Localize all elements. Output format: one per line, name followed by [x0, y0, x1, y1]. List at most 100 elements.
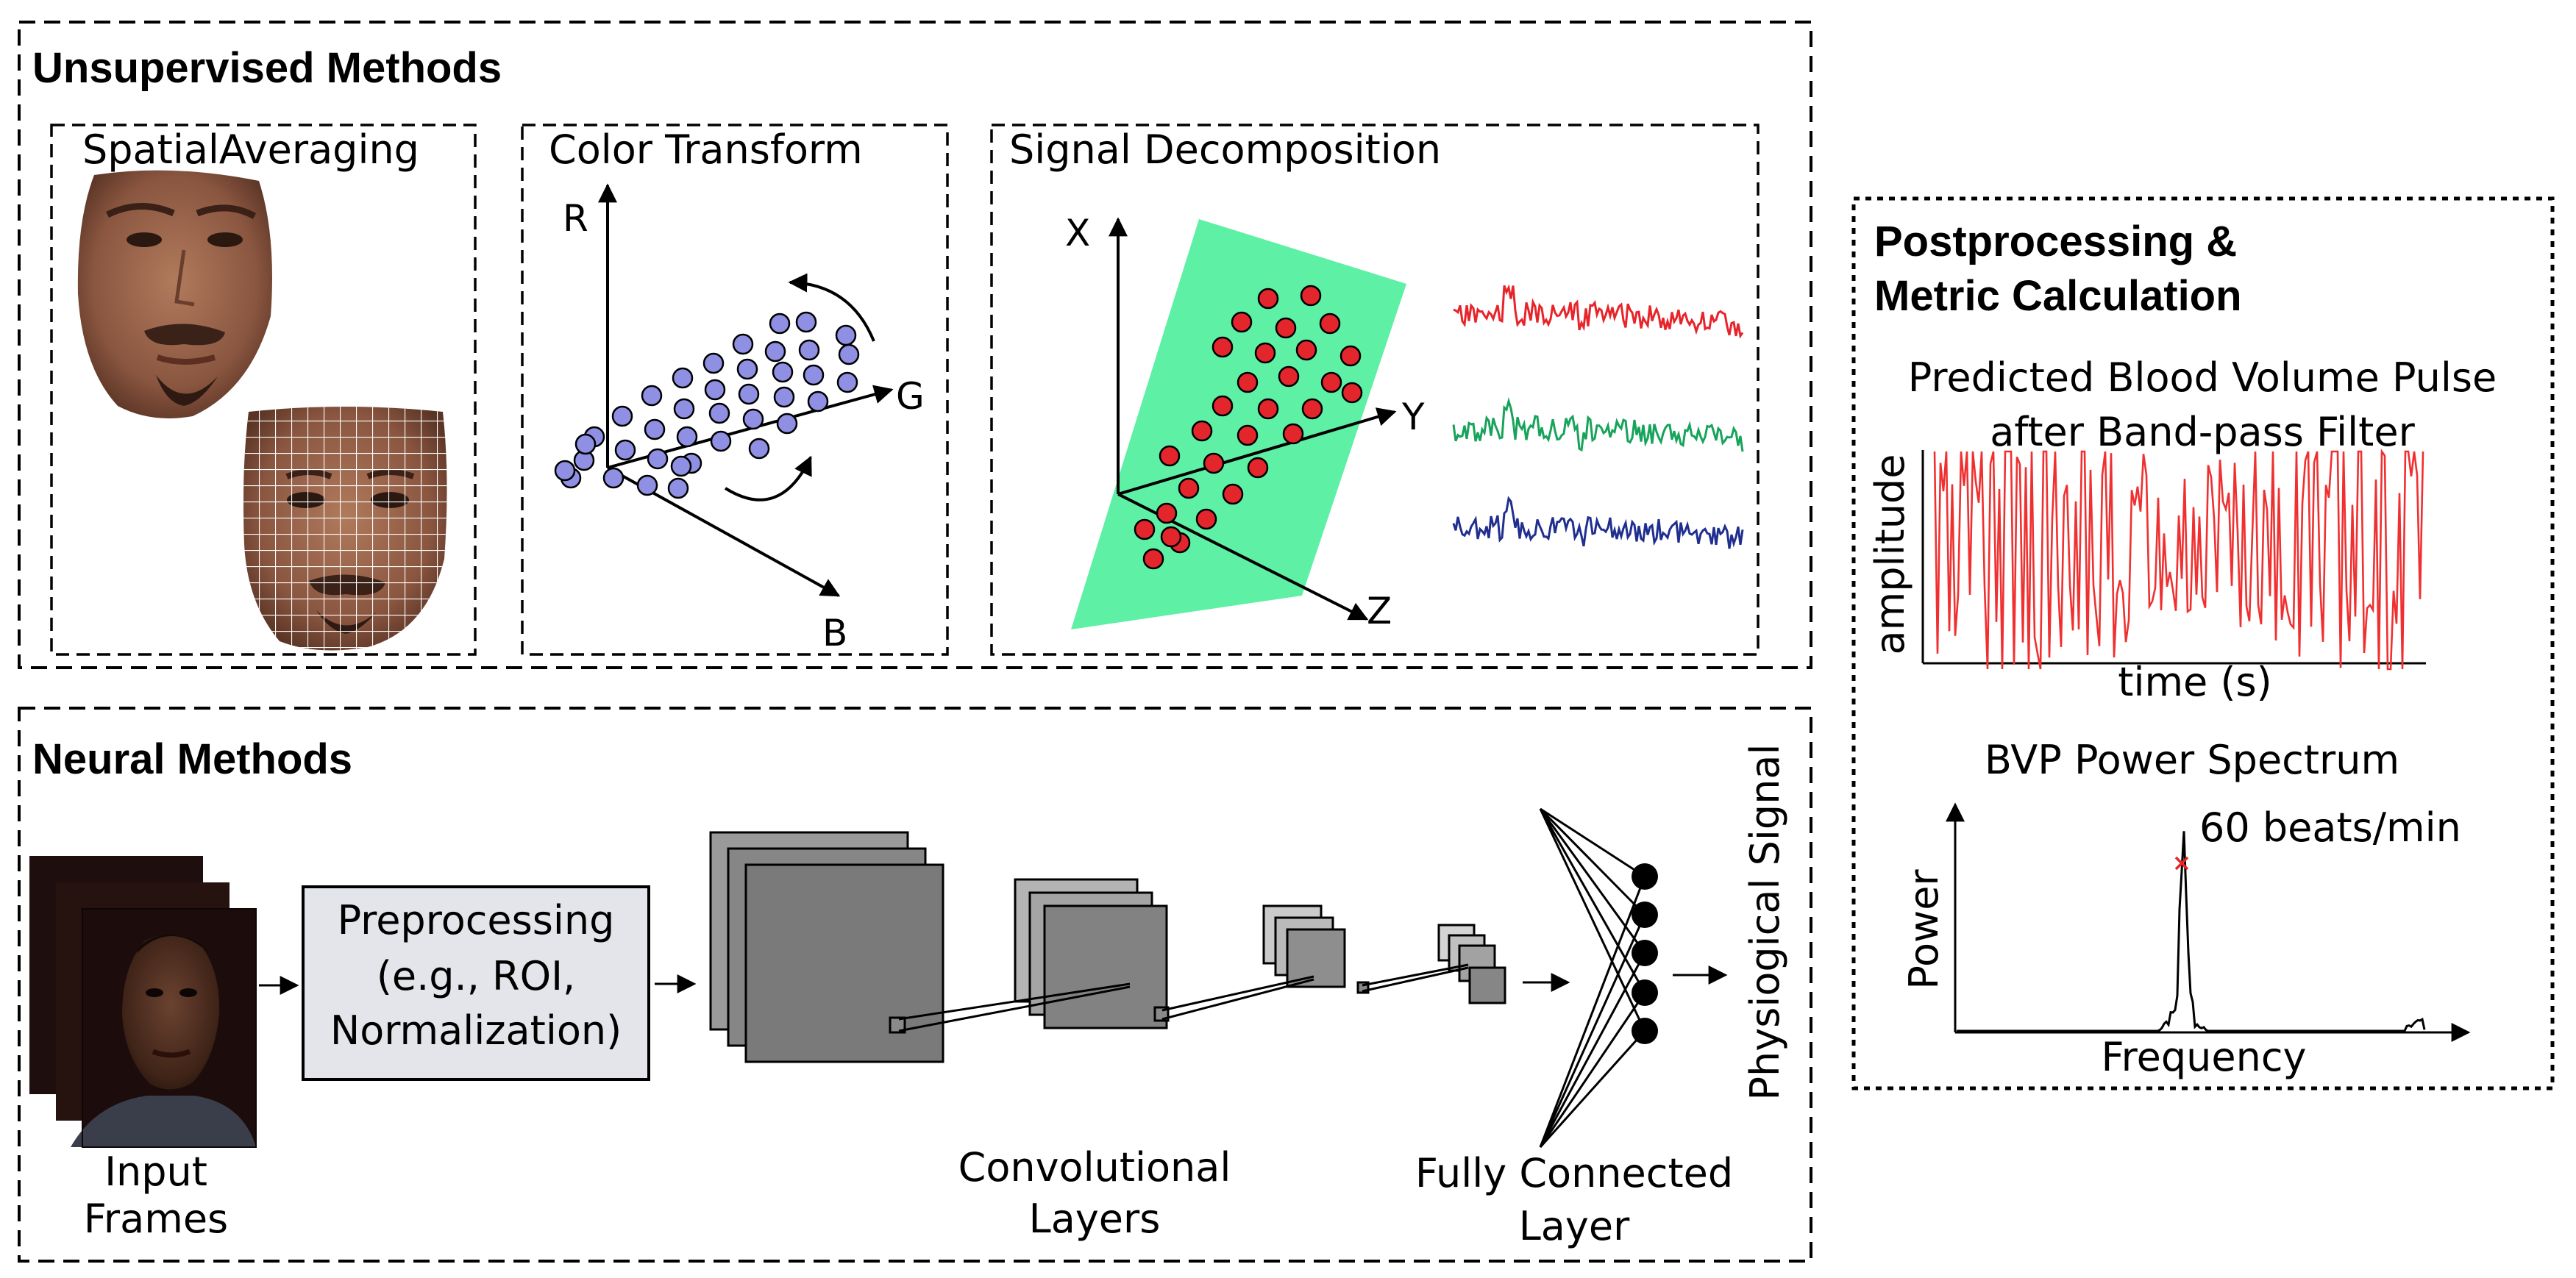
pca-point-cloud	[554, 311, 860, 499]
preprocessing-label-line1: Preprocessing	[338, 897, 615, 943]
ica-point-cloud	[1134, 285, 1363, 570]
fc-edge	[1539, 1029, 1646, 1149]
rotation-arrow-top-icon	[788, 273, 875, 342]
spectrum-ylabel: Power	[1901, 869, 1947, 990]
pca-point	[803, 364, 825, 386]
ica-point	[1211, 395, 1234, 417]
conv-layers-label-line2: Layers	[1029, 1196, 1161, 1242]
ica-point	[1195, 508, 1217, 530]
pca-point	[795, 311, 817, 333]
section-unsupervised-title: Unsupervised Methods	[32, 44, 502, 92]
ica-point	[1275, 317, 1297, 339]
ica-point	[1301, 398, 1323, 420]
conv-layer-stack-2	[1014, 878, 1170, 1029]
section-postprocessing: Postprocessing & Metric Calculation	[1851, 196, 2555, 1090]
panel-color-frame	[521, 124, 949, 656]
ica-point	[1257, 288, 1279, 310]
pca-point	[764, 340, 786, 363]
ica-point	[1339, 345, 1362, 367]
pca-point	[673, 398, 695, 420]
ica-point	[1257, 398, 1279, 420]
ica-point	[1159, 445, 1181, 467]
input-frames-stack	[29, 856, 257, 1148]
pca-point	[836, 371, 858, 393]
pca-point	[769, 313, 791, 335]
power-spectrum-curve	[1957, 831, 2426, 1032]
ica-point	[1237, 371, 1259, 393]
fc-edge	[1539, 807, 1646, 916]
conv-layer-stack-3	[1262, 904, 1370, 994]
preprocessing-box: Preprocessing (e.g., ROI, Normalization)	[302, 885, 650, 1081]
bvp-title-line1: Predicted Blood Volume Pulse	[1908, 354, 2497, 401]
panel-decomp-frame	[990, 124, 1760, 656]
ica-point	[1237, 424, 1259, 446]
pca-point	[738, 383, 760, 405]
decomp-axis-x-label: X	[1065, 212, 1090, 254]
pca-point	[772, 361, 794, 383]
fc-node	[1632, 979, 1658, 1006]
ica-point	[1254, 342, 1276, 364]
pca-point	[676, 426, 698, 448]
panel-color-title: Color Transform	[549, 126, 863, 173]
ica-point	[1160, 526, 1182, 548]
panel-decomp-title: Signal Decomposition	[1009, 126, 1441, 173]
pca-point	[776, 413, 798, 435]
color-axis-b-label: B	[822, 612, 847, 654]
pca-point	[672, 367, 694, 389]
bvp-waveform	[1933, 448, 2424, 671]
spectrum-peak-label: 60 beats/min	[2199, 804, 2461, 851]
pca-point	[667, 477, 689, 499]
source-signal-green	[1452, 397, 1744, 452]
preprocessing-label-line3: Normalization)	[330, 1007, 622, 1054]
panel-spatial-frame	[50, 124, 477, 656]
pca-point	[602, 467, 625, 489]
spectrum-xlabel: Frequency	[2102, 1034, 2307, 1080]
section-neural-title: Neural Methods	[32, 735, 352, 783]
fc-node	[1632, 1018, 1658, 1044]
fc-node	[1632, 940, 1658, 966]
fc-layer-label-line2: Layer	[1519, 1203, 1630, 1249]
kernel-projection-lines	[898, 963, 1469, 1032]
pca-point	[773, 386, 795, 408]
conv-layers-label-line1: Convolutional	[958, 1144, 1231, 1190]
pca-point	[636, 474, 658, 496]
spectrum-title: BVP Power Spectrum	[1985, 737, 2399, 783]
pca-point	[838, 343, 860, 365]
fc-edge	[1539, 992, 1646, 1148]
decomp-axis-z-label: Z	[1367, 590, 1392, 632]
fc-edge	[1539, 808, 1646, 993]
ica-point	[1247, 457, 1269, 479]
panel-spatial-title: SpatialAveraging	[82, 126, 419, 173]
panel-spatial-averaging: SpatialAveraging	[50, 124, 477, 656]
conv-layer-stack-4	[1437, 924, 1506, 1004]
ica-point	[1278, 365, 1300, 388]
pca-point	[807, 390, 829, 413]
fc-node	[1632, 863, 1658, 890]
pca-point	[742, 408, 764, 430]
pca-point	[644, 418, 666, 440]
source-signal-blue	[1452, 496, 1744, 549]
color-axis-r-label: R	[563, 197, 588, 240]
decomp-axis-y-label: Y	[1401, 396, 1425, 438]
fc-edge	[1539, 952, 1646, 1148]
bvp-title-line2: after Band-pass Filter	[1990, 409, 2415, 455]
pca-point	[574, 433, 597, 455]
bvp-xlabel: time (s)	[2118, 659, 2271, 705]
ica-point	[1211, 336, 1234, 358]
rotation-arrow-bottom-icon	[724, 455, 812, 501]
ica-point	[1156, 502, 1178, 524]
ica-point	[1191, 420, 1213, 442]
pca-point	[611, 405, 633, 427]
fc-edge	[1540, 807, 1645, 878]
section-neural-frame	[18, 707, 1812, 1263]
bvp-axes	[1921, 450, 2426, 665]
pca-point	[835, 324, 857, 346]
pca-point	[798, 339, 820, 361]
face-photo-icon	[77, 170, 272, 418]
section-unsupervised: Unsupervised Methods	[18, 21, 1812, 669]
ica-point	[1320, 371, 1342, 393]
ica-point	[1319, 313, 1341, 335]
pca-point	[748, 438, 770, 460]
pca-point	[736, 358, 758, 380]
section-postprocessing-title-line1: Postprocessing &	[1874, 218, 2237, 265]
